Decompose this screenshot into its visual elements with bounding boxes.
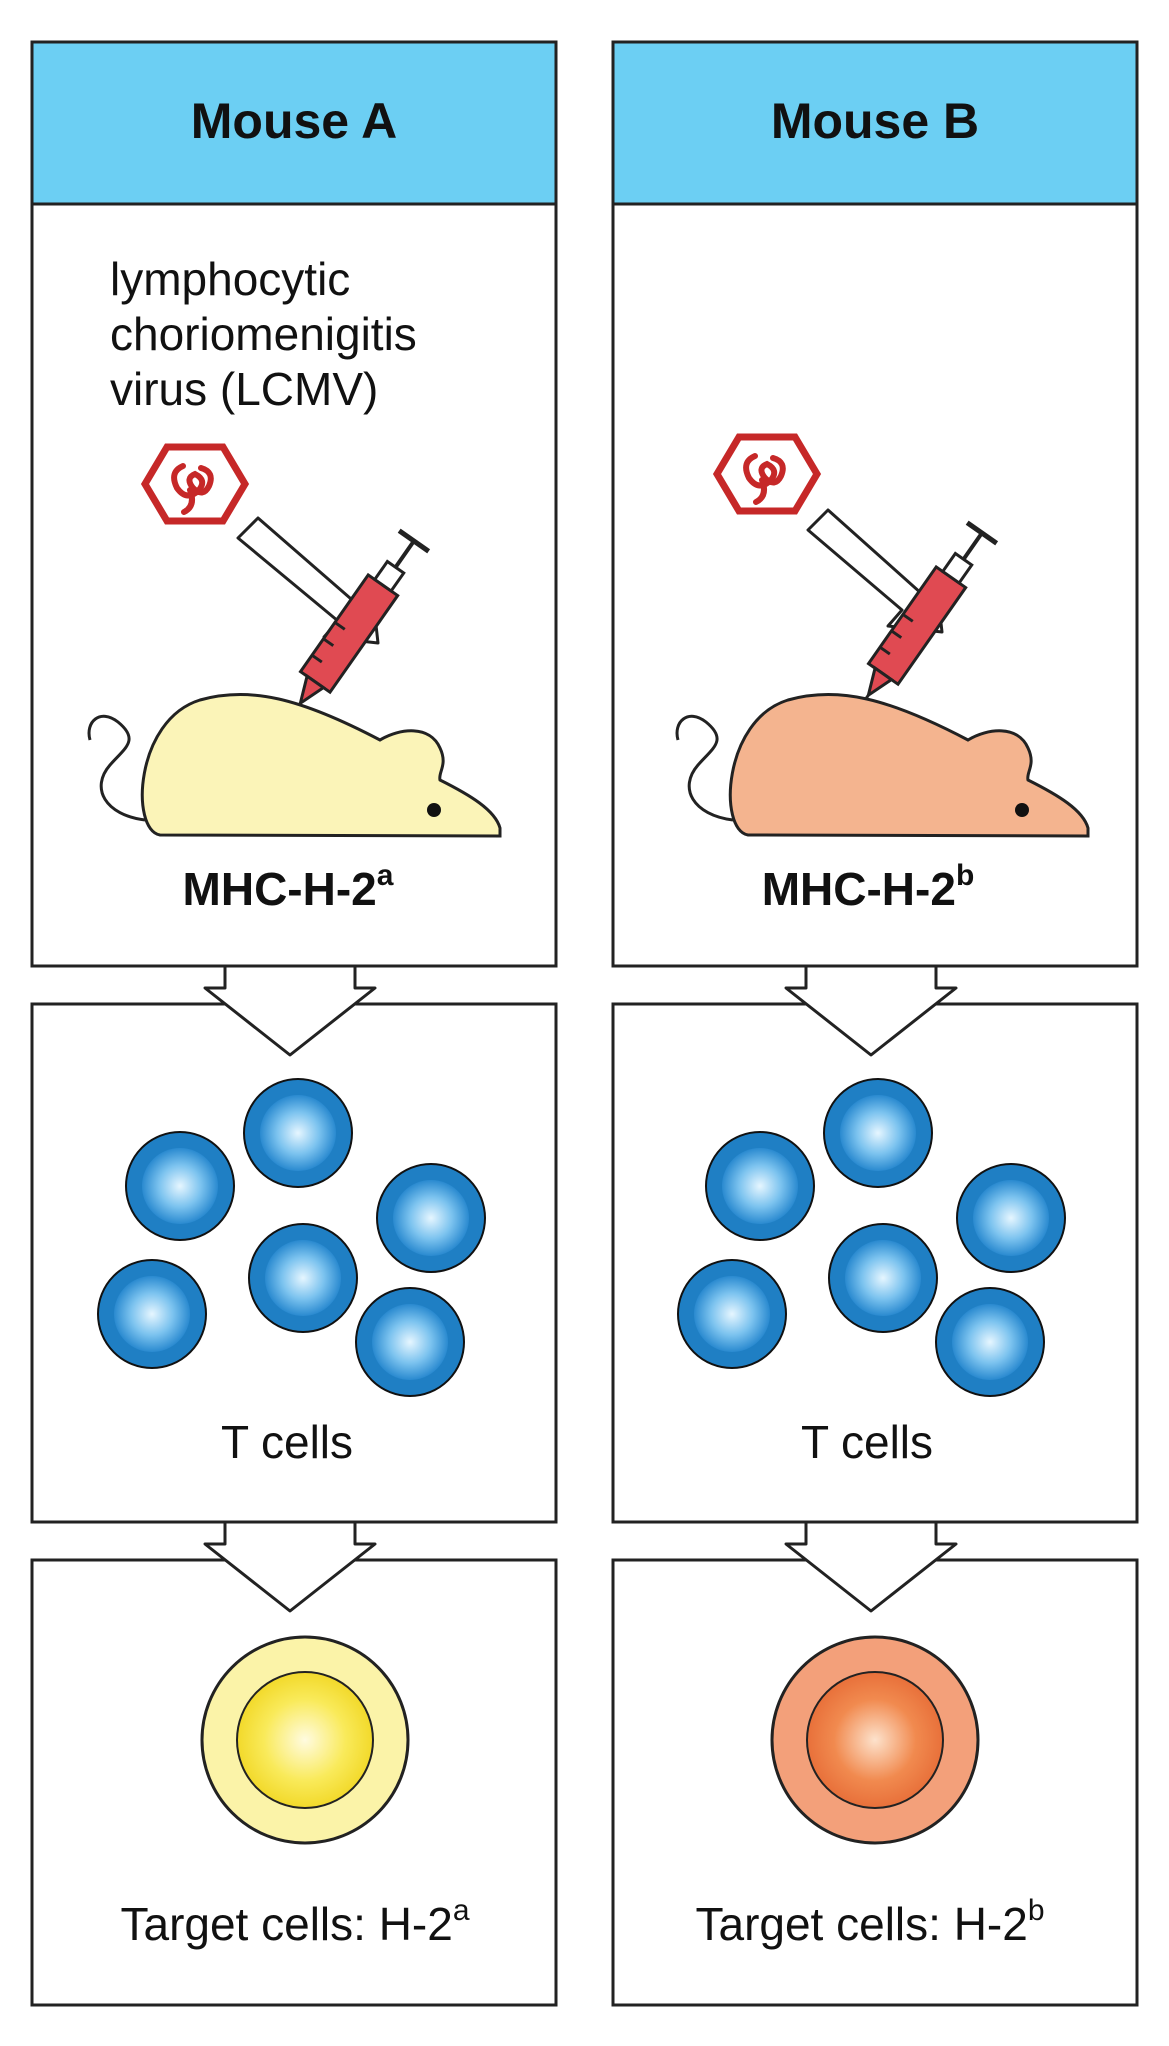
mouse-b-header-label: Mouse B: [771, 93, 979, 149]
flow-arrow-a-1: [203, 964, 377, 1057]
t-cell: [125, 1131, 235, 1241]
mouse-a-header: [30, 40, 558, 206]
mouse-b-header: [611, 40, 1139, 206]
target-cell-a: [200, 1635, 410, 1845]
mouse-a-icon: [87, 692, 502, 838]
t-cell: [243, 1078, 353, 1188]
tcells-a-label: T cells: [221, 1416, 353, 1468]
syringe-icon: [271, 528, 431, 744]
t-cell: [828, 1223, 938, 1333]
tcells-b-label: T cells: [801, 1416, 933, 1468]
target-cell-b: [770, 1635, 980, 1845]
column-mouse-b: Mouse B MHC-H-2b: [611, 40, 1139, 2007]
target-b-label: Target cells: H-2b: [695, 1894, 1044, 1950]
tcells-b-group: [677, 1078, 1066, 1397]
virus-icon: [712, 433, 822, 515]
t-cell: [677, 1259, 787, 1369]
flow-arrow-b-2: [784, 1520, 958, 1613]
t-cell: [823, 1078, 933, 1188]
t-cell: [376, 1163, 486, 1273]
t-cell: [97, 1259, 207, 1369]
column-mouse-a: Mouse A lymphocytic choriomenigitis viru…: [30, 40, 558, 2007]
t-cell: [935, 1287, 1045, 1397]
virus-label-line-2: choriomenigitis: [110, 308, 417, 360]
t-cell: [956, 1163, 1066, 1273]
t-cell: [248, 1223, 358, 1333]
mhc-a-label: MHC-H-2a: [183, 859, 394, 915]
syringe-icon: [839, 520, 999, 736]
virus-icon: [140, 443, 250, 525]
mouse-a-header-label: Mouse A: [191, 93, 398, 149]
mhc-b-label: MHC-H-2b: [762, 859, 975, 915]
flow-arrow-b-1: [784, 964, 958, 1057]
virus-label-line-1: lymphocytic: [110, 253, 350, 305]
mouse-b-icon: [675, 692, 1090, 838]
t-cell: [355, 1287, 465, 1397]
target-a-label: Target cells: H-2a: [120, 1894, 469, 1950]
mouse-b-body: [728, 692, 1090, 838]
flow-arrow-a-2: [203, 1520, 377, 1613]
virus-label-line-3: virus (LCMV): [110, 363, 378, 415]
mouse-a-body: [140, 692, 502, 838]
tcells-a-group: [97, 1078, 486, 1397]
t-cell: [705, 1131, 815, 1241]
